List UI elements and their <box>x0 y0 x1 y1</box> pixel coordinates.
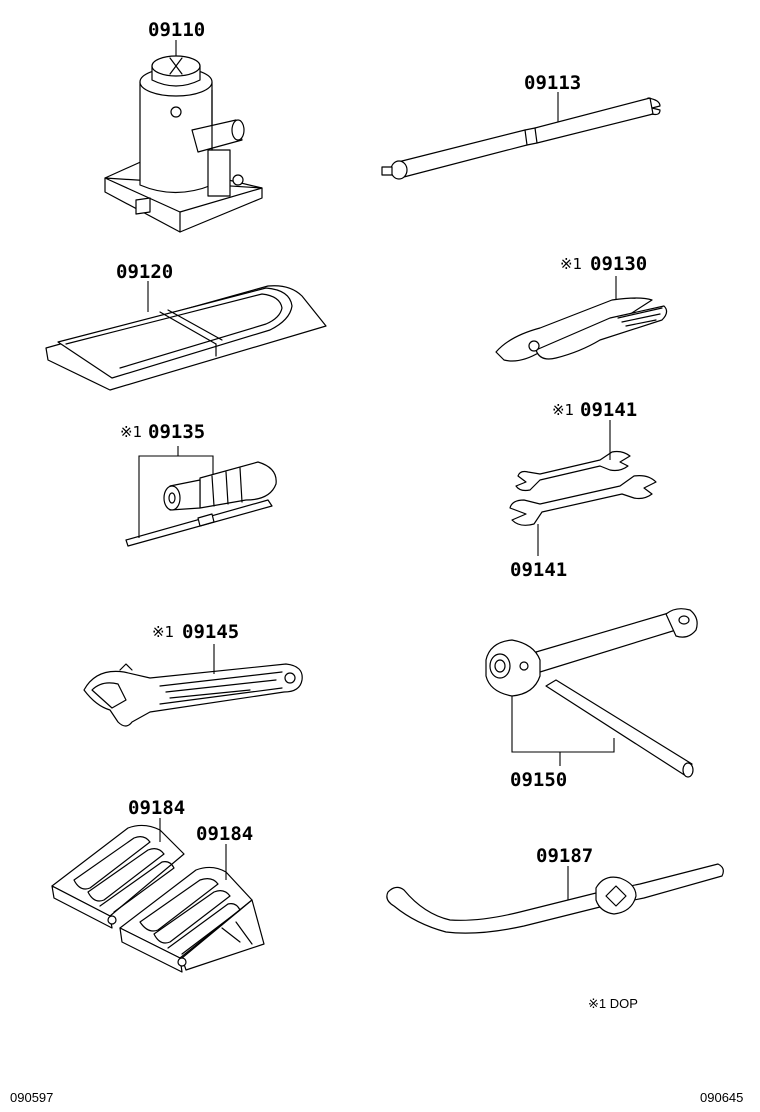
part-number-09184-right: 09184 <box>196 823 253 845</box>
part-number-09150: 09150 <box>510 769 567 791</box>
part-number-09110: 09110 <box>148 19 205 41</box>
wheel-chock-left-illustration <box>51 824 185 929</box>
dop-mark-09145: ※1 <box>152 623 174 641</box>
screwdriver-illustration <box>125 461 277 547</box>
adjustable-wrench-illustration <box>83 663 303 727</box>
dop-legend-note: ※1 DOP <box>588 996 638 1011</box>
tool-bag-illustration <box>45 285 327 391</box>
part-number-09141-lower: 09141 <box>510 559 567 581</box>
footer-right-code: 090645 <box>700 1090 743 1105</box>
dop-mark-09130: ※1 <box>560 255 582 273</box>
part-number-09130: 09130 <box>590 253 647 275</box>
part-number-09141-upper: 09141 <box>580 399 637 421</box>
footer-left-code: 090597 <box>10 1090 53 1105</box>
hook-illustration <box>386 863 724 934</box>
part-number-09187: 09187 <box>536 845 593 867</box>
dop-mark-09135: ※1 <box>120 423 142 441</box>
part-number-09184-left: 09184 <box>128 797 185 819</box>
jack-handle-illustration <box>381 97 661 180</box>
dop-mark-09141: ※1 <box>552 401 574 419</box>
wheel-chock-right-illustration <box>119 866 265 973</box>
part-number-09120: 09120 <box>116 261 173 283</box>
part-number-09113: 09113 <box>524 72 581 94</box>
part-number-09135: 09135 <box>148 421 205 443</box>
wrench-lower-illustration <box>509 475 657 526</box>
wrench-upper-illustration <box>515 450 631 492</box>
pliers-illustration <box>495 297 668 362</box>
jack-illustration <box>104 55 263 233</box>
wheel-nut-wrench-illustration <box>485 608 698 778</box>
part-number-09145: 09145 <box>182 621 239 643</box>
